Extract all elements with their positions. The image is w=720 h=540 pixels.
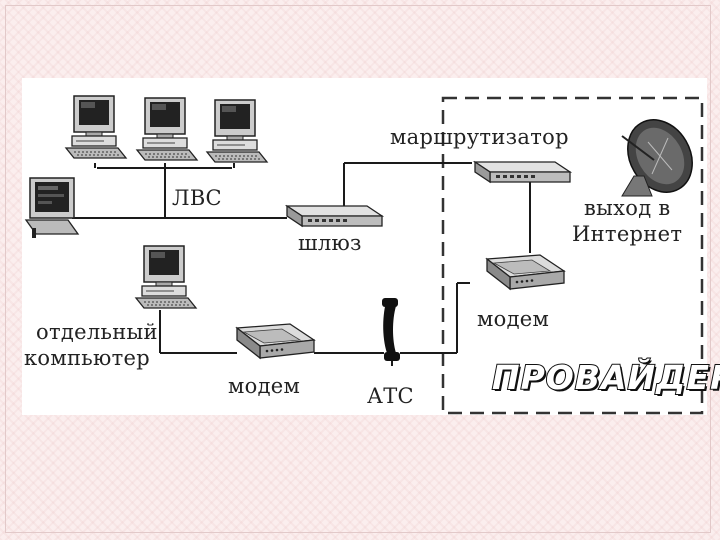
gateway-device xyxy=(286,205,383,227)
standalone-label-line1: отдельный xyxy=(36,320,158,344)
exchange-label: АТС xyxy=(367,384,414,408)
lan-computer-3 xyxy=(206,99,268,163)
provider-modem-label: модем xyxy=(477,307,550,331)
network-diagram: ЛВС шлюз маршрутизатор выход в Интернет … xyxy=(22,78,720,415)
internet-label-line2: Интернет xyxy=(572,222,683,246)
lan-computer-2 xyxy=(136,97,198,161)
standalone-computer xyxy=(135,245,197,309)
standalone-label-line2: компьютер xyxy=(24,346,151,370)
lan-server xyxy=(24,177,80,238)
internet-label-line1: выход в xyxy=(584,196,671,220)
provider-label: ПРОВАЙДЕР xyxy=(491,357,720,398)
network-links xyxy=(72,162,531,366)
provider-boundary xyxy=(441,96,704,415)
local-modem-label: модем xyxy=(228,374,301,398)
lan-computer-1 xyxy=(65,95,127,159)
slide-frame xyxy=(5,5,711,533)
provider-modem-device xyxy=(486,254,565,290)
local-modem-device xyxy=(236,323,315,359)
lan-label: ЛВС xyxy=(172,186,222,210)
diagram-canvas xyxy=(24,95,704,415)
telephone-icon xyxy=(382,298,400,361)
router-label: маршрутизатор xyxy=(390,125,569,149)
router-device xyxy=(474,161,571,183)
satellite-dish-icon xyxy=(621,119,693,197)
gateway-label: шлюз xyxy=(298,231,362,255)
